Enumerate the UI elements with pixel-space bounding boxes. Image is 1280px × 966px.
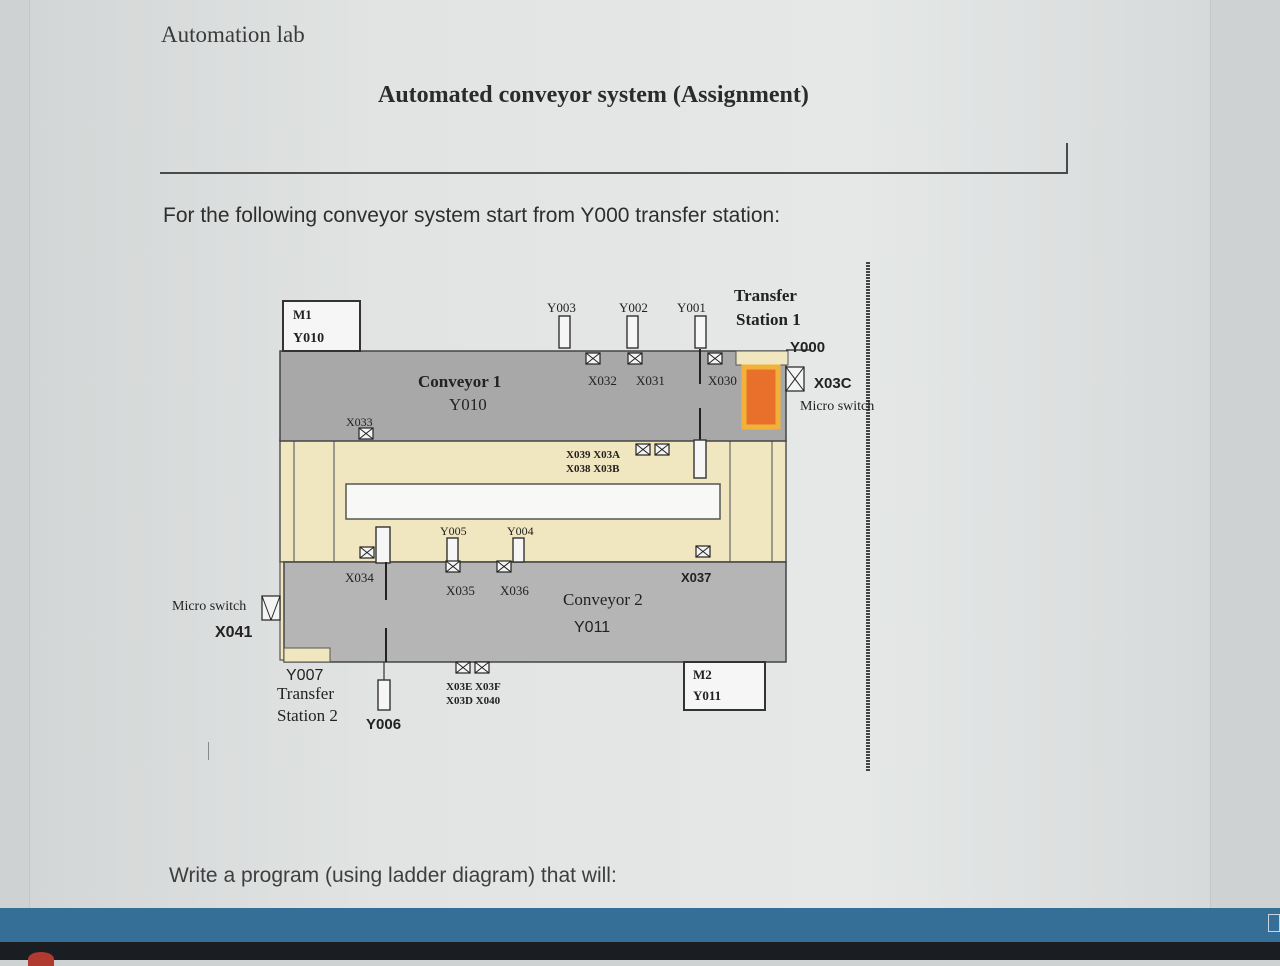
- sensor-x031-label: X031: [636, 373, 665, 388]
- sensor-x035-label: X035: [446, 583, 475, 598]
- monitor-bezel: [0, 942, 1280, 960]
- station-1-output: Y000: [790, 339, 825, 356]
- sensor-x033: [358, 427, 374, 440]
- rail-inner: [345, 483, 721, 520]
- output-y003-label: Y003: [547, 300, 576, 315]
- micro-switch-right-label: Micro switch: [800, 399, 874, 414]
- assignment-heading: Automated conveyor system (Assignment): [378, 82, 809, 108]
- station-1-label-1: Transfer: [734, 286, 797, 305]
- output-y005-label: Y005: [440, 524, 467, 538]
- station-2-output: Y007: [286, 667, 323, 684]
- conveyor-2: [283, 561, 787, 663]
- stray-mark: [208, 742, 209, 760]
- intro-text: For the following conveyor system start …: [163, 204, 781, 227]
- sensor-x036: [496, 560, 512, 573]
- sensor-grid-bottom-row1: X03E X03F: [446, 681, 501, 693]
- start-button[interactable]: [28, 952, 54, 966]
- conveyor-2-label: Conveyor 2: [563, 590, 643, 609]
- tray-icon[interactable]: [1268, 914, 1280, 932]
- station-2-label-2: Station 2: [277, 706, 338, 725]
- micro-switch-right-input: X03C: [814, 375, 852, 392]
- sensor-grid-bottom-2: [474, 661, 490, 674]
- sensor-x036-label: X036: [500, 583, 529, 598]
- pusher-y001: [694, 315, 707, 349]
- conveyor-2-output: Y011: [574, 619, 610, 636]
- pusher-y006: [377, 679, 391, 711]
- sensor-x030-label: X030: [708, 373, 737, 388]
- conveyor-1: [279, 350, 787, 442]
- sensor-x030: [707, 352, 723, 365]
- sensor-x034: [359, 546, 375, 559]
- sensor-x037: [695, 545, 711, 558]
- sensor-grid-top-2: [654, 443, 670, 456]
- output-y006-label: Y006: [366, 716, 401, 733]
- taskbar[interactable]: [0, 908, 1280, 942]
- station-2-label-1: Transfer: [277, 684, 334, 703]
- sensor-x031: [627, 352, 643, 365]
- sensor-grid-top-row1: X039 X03A: [566, 449, 620, 461]
- sensor-x032: [585, 352, 601, 365]
- output-y004-label: Y004: [507, 524, 534, 538]
- output-y001-label: Y001: [677, 300, 706, 315]
- sensor-x037-label: X037: [681, 570, 711, 585]
- output-y002-label: Y002: [619, 300, 648, 315]
- motor-m2: [683, 661, 766, 711]
- pusher-y002: [626, 315, 639, 349]
- conveyor-1-output: Y010: [449, 395, 487, 414]
- sensor-grid-bottom-row2: X03D X040: [446, 695, 501, 707]
- divider-tick: [1066, 143, 1068, 172]
- sensor-grid-top-1: [635, 443, 651, 456]
- task-prompt: Write a program (using ladder diagram) t…: [169, 864, 617, 887]
- motor-m1-output: Y010: [293, 331, 324, 346]
- micro-switch-left-label: Micro switch: [172, 599, 246, 614]
- motor-m2-output: Y011: [693, 688, 721, 703]
- pusher-y004: [512, 537, 525, 563]
- sensor-x034-label: X034: [345, 570, 374, 585]
- motor-m1-label: M1: [293, 307, 312, 322]
- sensor-x032-label: X032: [588, 373, 617, 388]
- micro-switch-left: [261, 595, 281, 621]
- sensor-x035: [445, 560, 461, 573]
- divider-rule: [160, 172, 1068, 174]
- motor-m2-label: M2: [693, 667, 712, 682]
- pusher-y005: [446, 537, 459, 563]
- sensor-grid-top-row2: X038 X03B: [566, 463, 620, 475]
- station-1-label-2: Station 1: [736, 310, 801, 329]
- sensor-x033-label: X033: [346, 415, 373, 429]
- conveyor-1-label: Conveyor 1: [418, 372, 501, 391]
- transfer-station-1: [741, 364, 781, 430]
- course-title: Automation lab: [161, 22, 305, 47]
- sensor-grid-bottom-1: [455, 661, 471, 674]
- pusher-y003: [558, 315, 571, 349]
- micro-switch-left-input: X041: [215, 624, 252, 641]
- motor-m1: [282, 300, 361, 352]
